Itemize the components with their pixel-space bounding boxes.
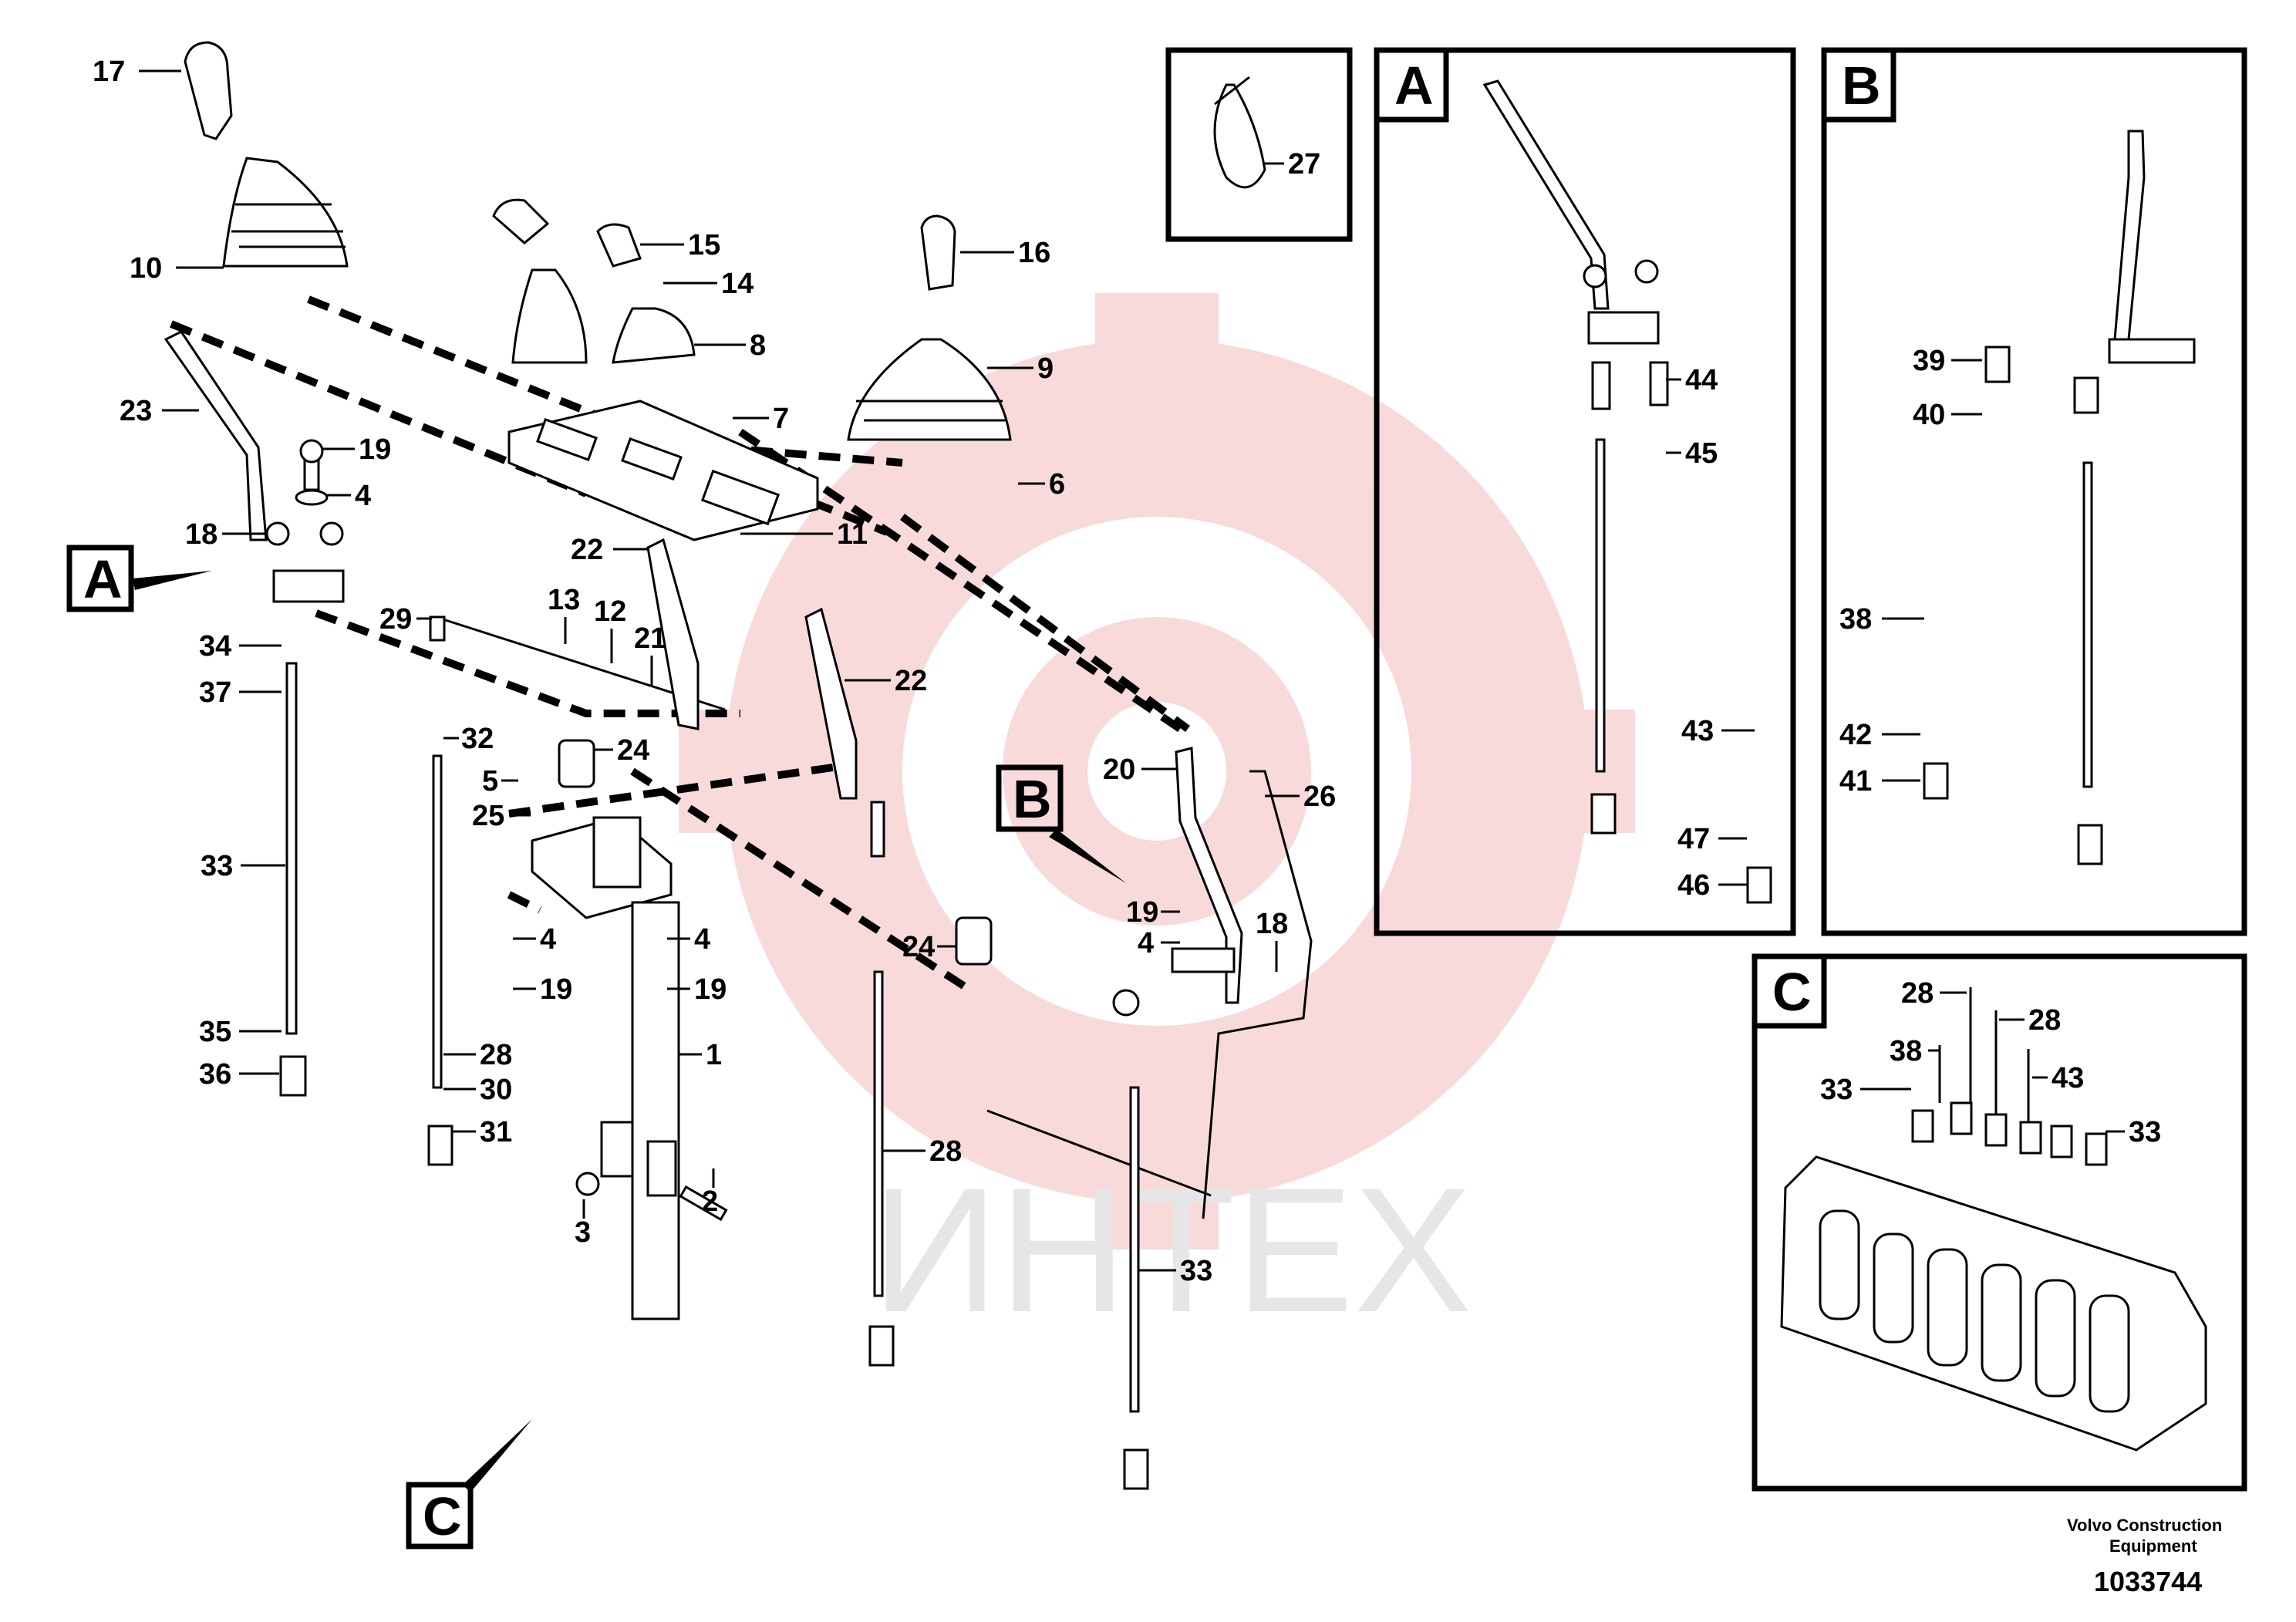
callout-6: 6: [1049, 468, 1065, 501]
callout-31: 31: [480, 1116, 512, 1148]
view-marker-B: B: [996, 764, 1126, 883]
console-plate: [492, 198, 819, 541]
callout-19-d: 19: [1126, 896, 1158, 929]
callout-28-a: 28: [480, 1039, 512, 1071]
callout-47: 47: [1677, 823, 1710, 855]
inset-27: 27: [1165, 47, 1353, 242]
view-marker-A: A: [66, 545, 212, 612]
callout-1: 1: [706, 1039, 722, 1071]
callout-43-b: 43: [2052, 1062, 2084, 1094]
callout-33-a: 33: [201, 850, 233, 882]
callout-19-b: 19: [540, 973, 572, 1006]
pedestal-column: [531, 816, 728, 1320]
callout-33-d: 33: [2129, 1116, 2161, 1148]
levers-22: [646, 538, 895, 1367]
clamp-24-right: [955, 916, 993, 966]
svg-text:C: C: [423, 1486, 462, 1546]
main-callouts: 17 10 23 19 4 18 34 37 33 35 36 29 32 5 …: [93, 56, 1336, 1287]
callout-38-b: 38: [1890, 1035, 1922, 1067]
callout-45: 45: [1685, 437, 1718, 470]
callout-4-d: 4: [1138, 927, 1154, 959]
callout-5: 5: [482, 765, 498, 798]
callout-10: 10: [130, 252, 162, 285]
callout-12: 12: [594, 595, 626, 628]
callout-24-b: 24: [902, 931, 935, 963]
callout-24-a: 24: [617, 734, 649, 767]
callout-17: 17: [93, 56, 125, 88]
callout-7: 7: [773, 403, 789, 435]
view-marker-C: C: [406, 1419, 532, 1549]
callout-16: 16: [1018, 237, 1050, 269]
callout-32: 32: [461, 723, 494, 755]
right-lever-assembly: [986, 747, 1313, 1490]
callout-20: 20: [1103, 754, 1135, 786]
callout-28-c: 28: [1901, 977, 1934, 1010]
callout-4-b: 4: [540, 923, 556, 956]
callout-38-a: 38: [1839, 603, 1872, 636]
callout-25: 25: [472, 800, 504, 832]
callout-26: 26: [1303, 781, 1336, 813]
callout-36: 36: [199, 1058, 231, 1091]
right-lever-boot: [847, 214, 1012, 441]
callout-37: 37: [199, 676, 231, 709]
left-lever-assembly: [164, 41, 349, 1097]
svg-text:B: B: [1013, 769, 1052, 829]
brand-line-1: Volvo Construction: [2067, 1516, 2222, 1535]
callout-43-a: 43: [1681, 715, 1714, 747]
callout-18-b: 18: [1256, 908, 1288, 940]
callout-39: 39: [1913, 345, 1945, 377]
callout-13: 13: [548, 584, 580, 616]
callout-19-c: 19: [694, 973, 727, 1006]
inset-C: C 28 28 38 43 33 33: [1752, 953, 2247, 1492]
callout-4-a: 4: [355, 480, 371, 512]
inset-A: A 44 45 43 47 46: [1374, 47, 1796, 936]
callout-9: 9: [1037, 352, 1054, 385]
watermark-text: ИНТЕХ: [872, 1151, 1472, 1349]
callout-14: 14: [721, 268, 754, 300]
callout-22-a: 22: [571, 534, 603, 566]
svg-text:A: A: [83, 549, 123, 609]
callout-35: 35: [199, 1016, 231, 1048]
callout-2: 2: [702, 1185, 718, 1218]
callout-8: 8: [750, 329, 766, 362]
callout-33-c: 33: [1820, 1074, 1853, 1106]
svg-text:B: B: [1842, 56, 1881, 116]
callout-22-b: 22: [895, 665, 927, 697]
callout-21: 21: [634, 622, 666, 655]
callout-41: 41: [1839, 765, 1872, 798]
callout-4-c: 4: [694, 923, 710, 956]
callout-40: 40: [1913, 399, 1945, 431]
callout-18-a: 18: [185, 518, 217, 551]
callout-11: 11: [837, 518, 868, 551]
callout-44: 44: [1685, 364, 1718, 396]
callout-23: 23: [120, 395, 152, 427]
callout-33-b: 33: [1180, 1255, 1212, 1287]
callout-3: 3: [575, 1216, 591, 1249]
callout-30: 30: [480, 1074, 512, 1106]
svg-text:C: C: [1772, 962, 1812, 1022]
callout-28-b: 28: [929, 1135, 962, 1168]
callout-34: 34: [199, 630, 231, 663]
document-number: 1033744: [2094, 1566, 2202, 1597]
clamp-24-left: [558, 739, 595, 788]
svg-text:A: A: [1394, 56, 1434, 116]
callout-29: 29: [379, 603, 412, 636]
callout-28-d: 28: [2028, 1004, 2061, 1037]
brand-line-2: Equipment: [2109, 1536, 2197, 1556]
callout-42: 42: [1839, 719, 1872, 751]
callout-15: 15: [688, 229, 720, 261]
callout-46: 46: [1677, 869, 1710, 902]
callout-27: 27: [1288, 148, 1320, 180]
callout-19-a: 19: [359, 433, 391, 466]
inset-B: B 39 40 38 42 41: [1821, 47, 2247, 936]
